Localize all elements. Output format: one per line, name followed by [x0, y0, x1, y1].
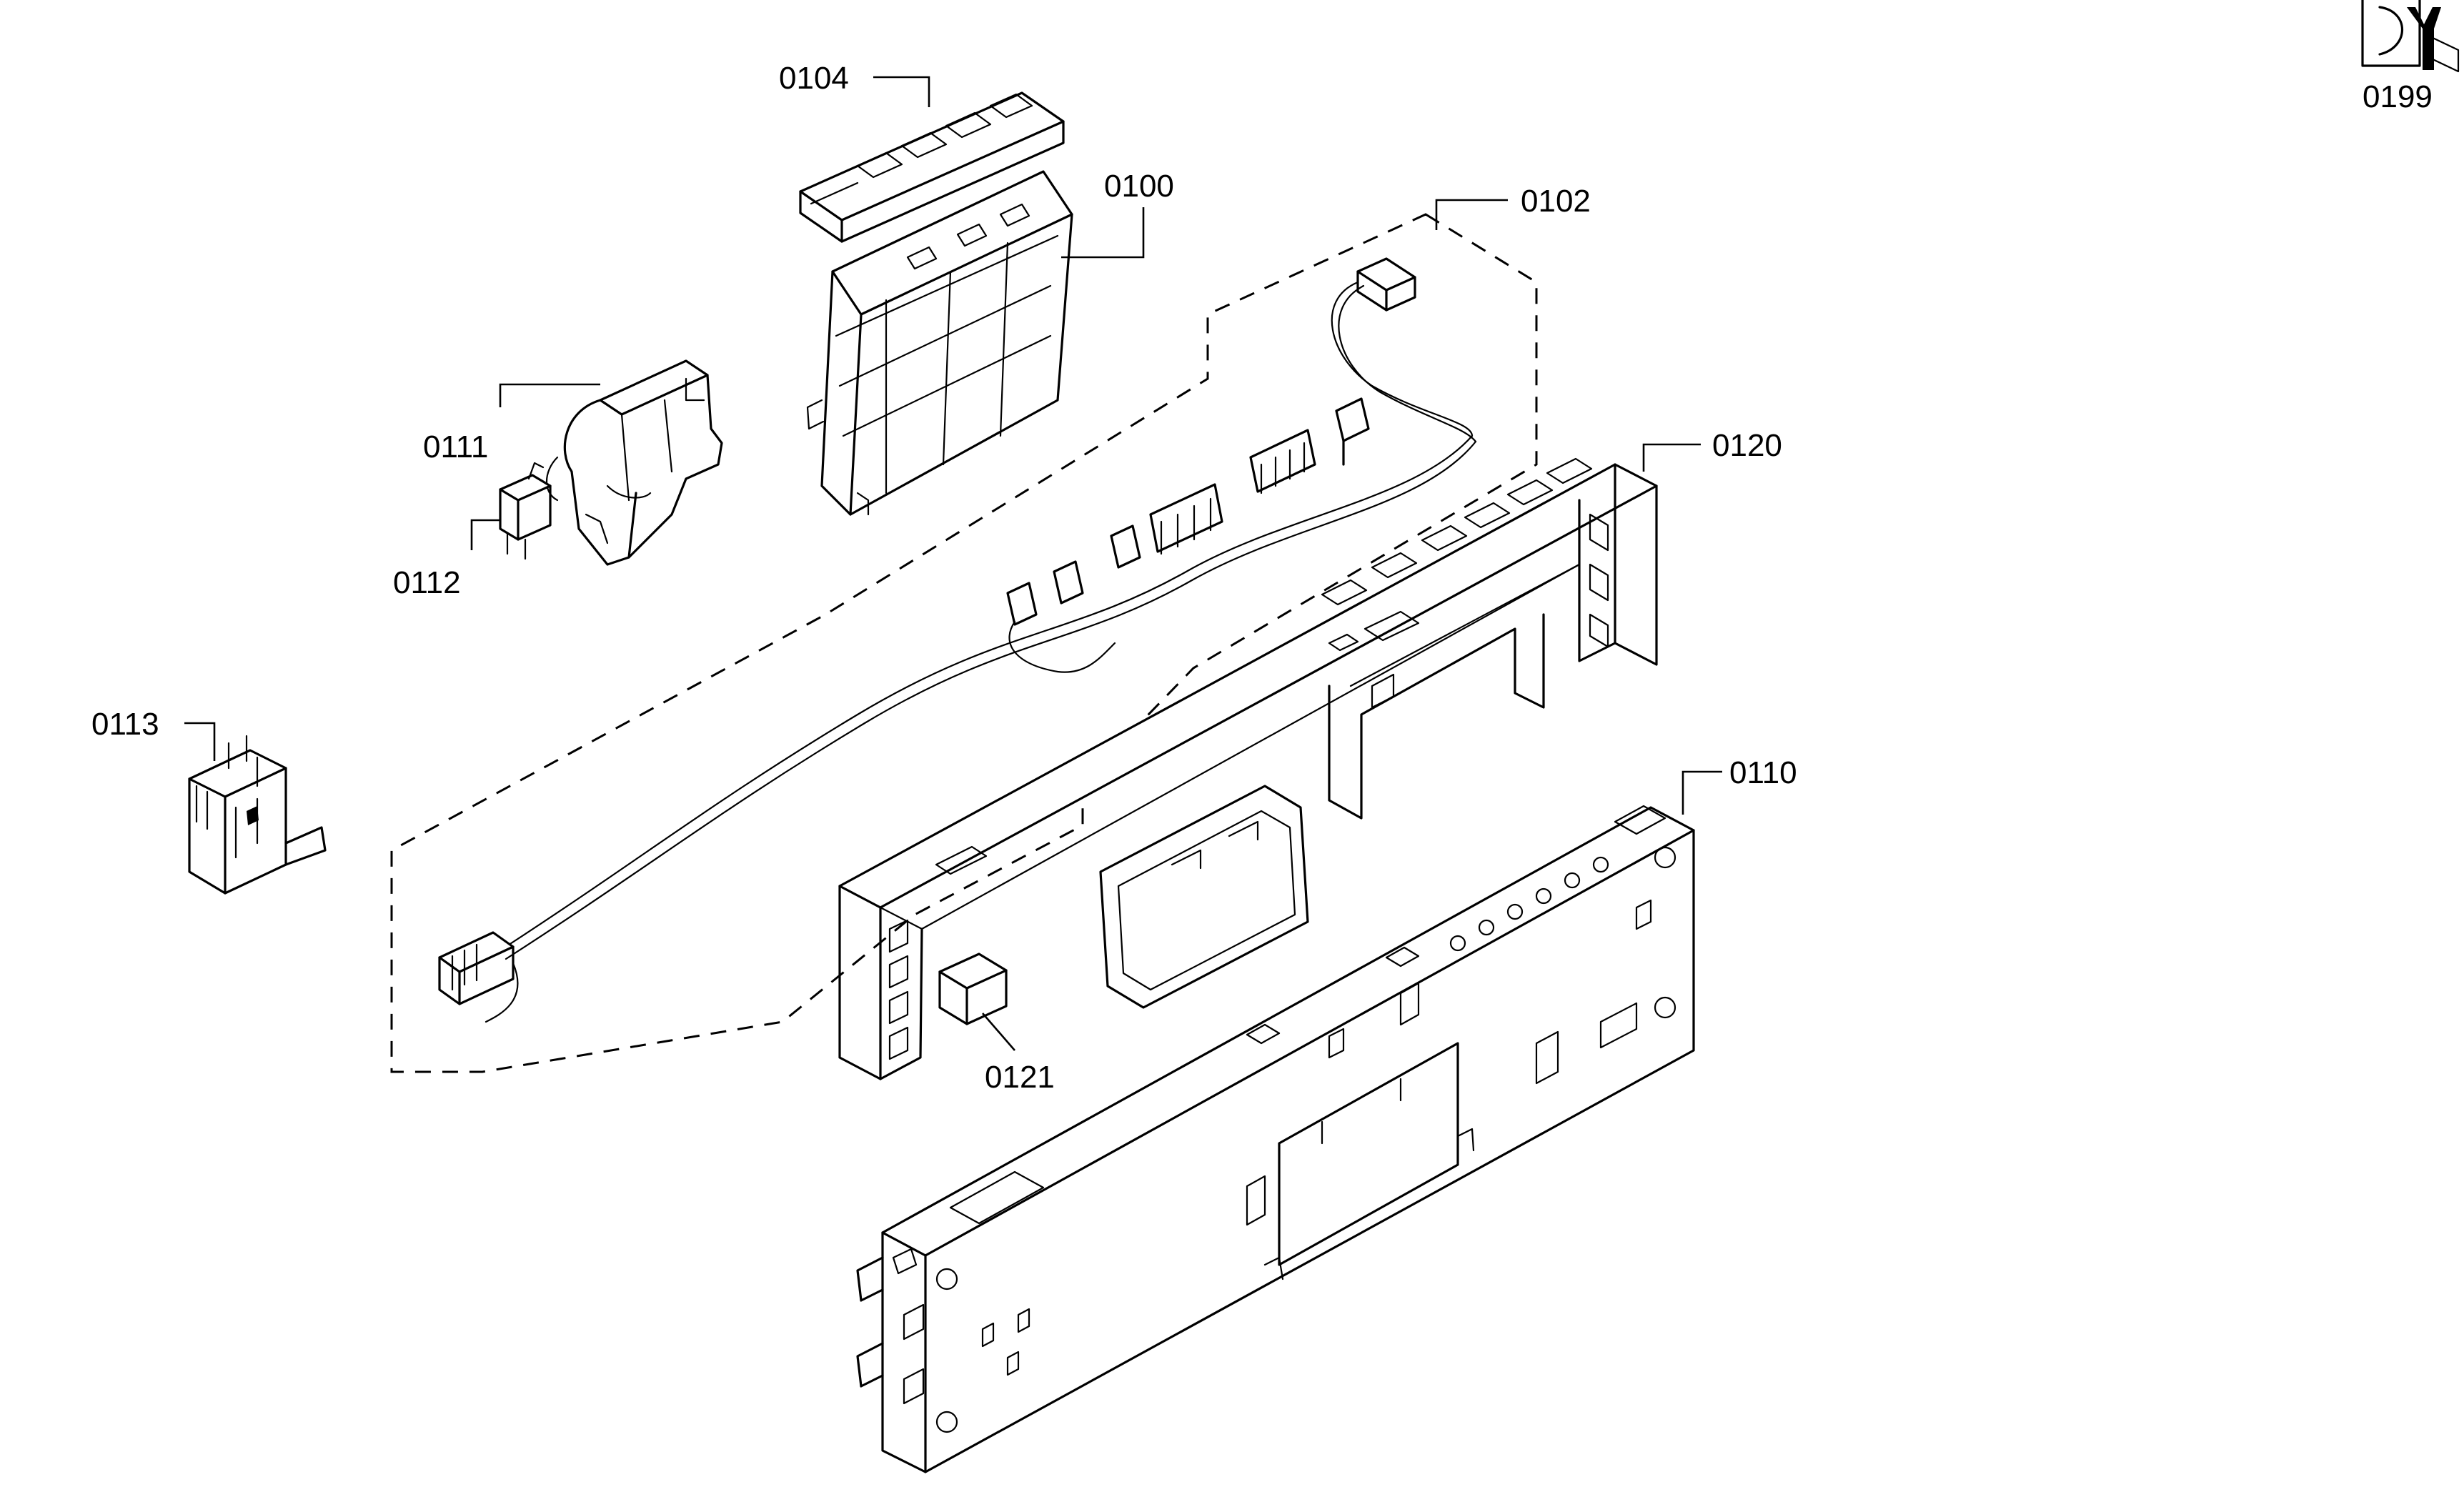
leader-0100 — [1061, 207, 1145, 259]
label-0199: 0199 — [2363, 79, 2433, 114]
harness-connector-b — [1249, 429, 1316, 494]
label-0111: 0111 — [423, 429, 488, 464]
label-0113: 0113 — [91, 707, 159, 742]
harness-connector-c — [1149, 483, 1223, 555]
part-0104-key-strip[interactable] — [799, 91, 1065, 243]
wrench-kit-icon[interactable] — [2361, 0, 2460, 73]
label-0100: 0100 — [1104, 169, 1174, 204]
harness-connector-d — [1110, 524, 1141, 569]
leader-0120 — [1642, 443, 1701, 472]
harness-connector-e — [1006, 560, 1084, 626]
label-0120: 0120 — [1712, 428, 1782, 463]
label-0104: 0104 — [779, 61, 849, 96]
part-0112-micro-switch[interactable] — [499, 462, 552, 560]
leader-0111 — [499, 383, 600, 407]
leader-0110 — [1681, 770, 1722, 815]
part-0120-fascia-panel[interactable] — [838, 457, 1658, 1080]
label-0121: 0121 — [985, 1060, 1055, 1095]
leader-0112 — [470, 519, 500, 550]
part-0113-relay-block[interactable] — [188, 735, 327, 895]
label-0110: 0110 — [1729, 755, 1797, 790]
part-0111-door-lock[interactable] — [546, 359, 723, 566]
harness-connector-end — [438, 931, 515, 1005]
label-0102: 0102 — [1521, 184, 1591, 219]
leader-0113 — [184, 722, 216, 761]
part-0110-control-panel-housing[interactable] — [856, 805, 1695, 1473]
harness-connector-a — [1335, 397, 1370, 466]
label-0112: 0112 — [393, 565, 461, 600]
leader-0121 — [982, 1013, 1015, 1051]
leader-0104 — [873, 76, 930, 107]
leader-0102 — [1435, 199, 1508, 230]
part-0102-wiring-harness[interactable] — [390, 213, 1538, 1073]
part-0121-cover-cap[interactable] — [938, 953, 1008, 1025]
part-0100-control-module[interactable] — [806, 170, 1073, 516]
